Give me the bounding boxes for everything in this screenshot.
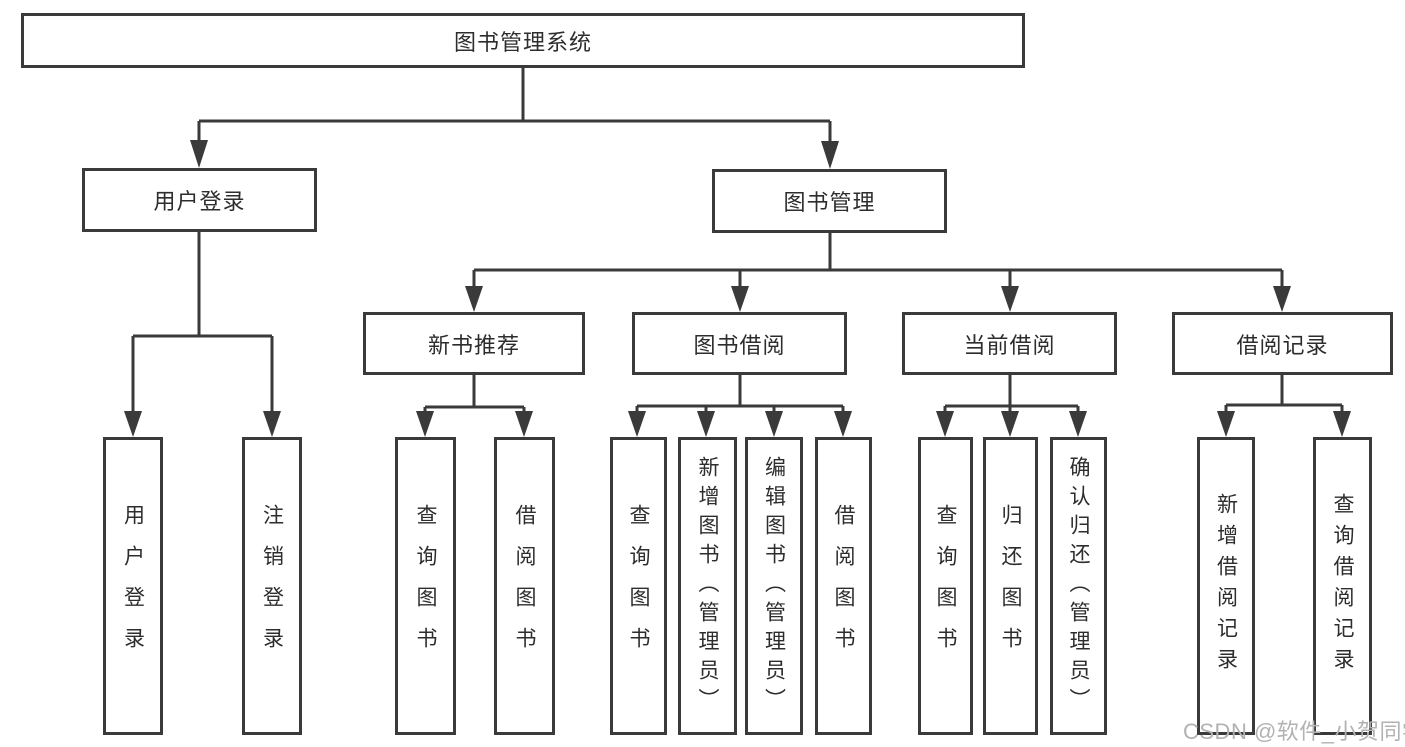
arrowheads [124, 140, 1351, 437]
node-borrowing-records: 借阅记录 [1172, 312, 1393, 375]
leaf-current-query-books: 查询图书 [918, 437, 973, 735]
node-user-login: 用户登录 [82, 168, 317, 232]
leaf-label: 查询图书 [934, 504, 957, 668]
leaf-label: 查询借阅记录 [1331, 493, 1354, 679]
watermark: CSDN @软件_小贺同学 [1183, 719, 1405, 744]
leaf-current-confirm-return-admin: 确认归还（管理员） [1050, 437, 1107, 735]
node-label: 图书管理系统 [453, 29, 592, 55]
node-label: 当前借阅 [963, 332, 1056, 358]
node-new-book-recommendation: 新书推荐 [363, 312, 585, 375]
leaf-records-add-record: 新增借阅记录 [1197, 437, 1255, 735]
node-label: 图书借阅 [693, 332, 786, 358]
node-book-borrowing: 图书借阅 [632, 312, 847, 375]
node-label: 借阅记录 [1236, 332, 1329, 358]
node-book-management: 图书管理 [712, 169, 947, 233]
leaf-newbooks-borrow-books: 借阅图书 [494, 437, 555, 735]
leaf-label: 编辑图书（管理员） [762, 455, 786, 717]
leaf-borrowing-borrow-books: 借阅图书 [815, 437, 872, 735]
leaf-user-login: 用户登录 [103, 437, 163, 735]
leaf-label: 借阅图书 [832, 504, 855, 668]
node-label: 用户登录 [153, 189, 246, 214]
leaf-borrowing-edit-books-admin: 编辑图书（管理员） [745, 437, 803, 735]
leaf-borrowing-query-books: 查询图书 [610, 437, 667, 735]
leaf-current-return-books: 归还图书 [983, 437, 1038, 735]
leaf-records-query-record: 查询借阅记录 [1313, 437, 1372, 735]
leaf-label: 用户登录 [121, 504, 145, 668]
node-label: 新书推荐 [427, 332, 520, 358]
leaf-label: 借阅图书 [513, 504, 536, 668]
leaf-logout: 注销登录 [242, 437, 302, 735]
leaf-label: 确认归还（管理员） [1067, 455, 1090, 717]
leaf-label: 查询图书 [627, 504, 650, 668]
node-book-management-system: 图书管理系统 [21, 13, 1025, 68]
node-label: 图书管理 [783, 190, 876, 215]
leaf-label: 新增借阅记录 [1214, 493, 1238, 679]
leaf-label: 查询图书 [414, 504, 437, 668]
leaf-label: 归还图书 [999, 504, 1022, 668]
leaf-newbooks-query-books: 查询图书 [395, 437, 456, 735]
leaf-borrowing-add-books-admin: 新增图书（管理员） [678, 437, 737, 735]
leaf-label: 新增图书（管理员） [696, 455, 719, 717]
leaf-label: 注销登录 [260, 504, 284, 668]
node-current-borrowing: 当前借阅 [902, 312, 1117, 375]
